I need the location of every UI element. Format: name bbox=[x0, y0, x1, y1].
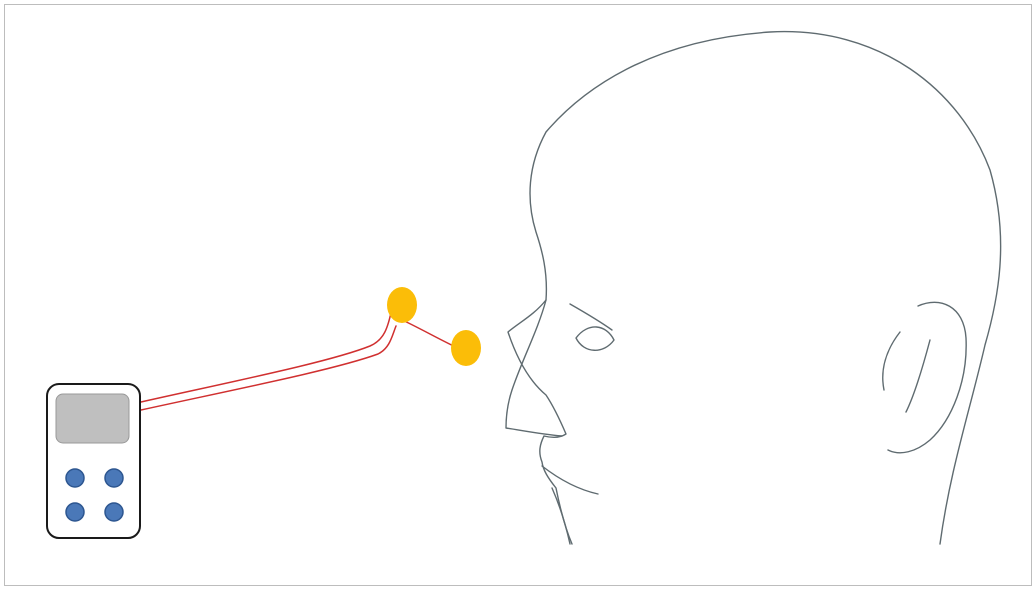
ear-inner bbox=[883, 332, 900, 390]
head-profile bbox=[506, 32, 1001, 544]
ear-detail bbox=[906, 340, 930, 412]
eyebrow bbox=[570, 304, 612, 330]
nose-bridge bbox=[506, 300, 562, 436]
lead-wires bbox=[141, 308, 462, 410]
head-outline bbox=[508, 32, 1001, 544]
device-screen bbox=[56, 394, 129, 443]
lead-wire-lower bbox=[141, 326, 396, 410]
device-button-bottom-right bbox=[105, 503, 123, 521]
ear-outer bbox=[888, 302, 966, 452]
device-button-top-right bbox=[105, 469, 123, 487]
lead-wire-upper bbox=[141, 308, 392, 402]
eye bbox=[576, 327, 614, 350]
chin-line bbox=[552, 488, 570, 544]
device-button-top-left bbox=[66, 469, 84, 487]
device-button-bottom-left bbox=[66, 503, 84, 521]
frame-border bbox=[5, 5, 1032, 586]
electrode-upper bbox=[387, 287, 417, 323]
stimulator-device bbox=[47, 384, 140, 538]
electrode-lower bbox=[451, 330, 481, 366]
